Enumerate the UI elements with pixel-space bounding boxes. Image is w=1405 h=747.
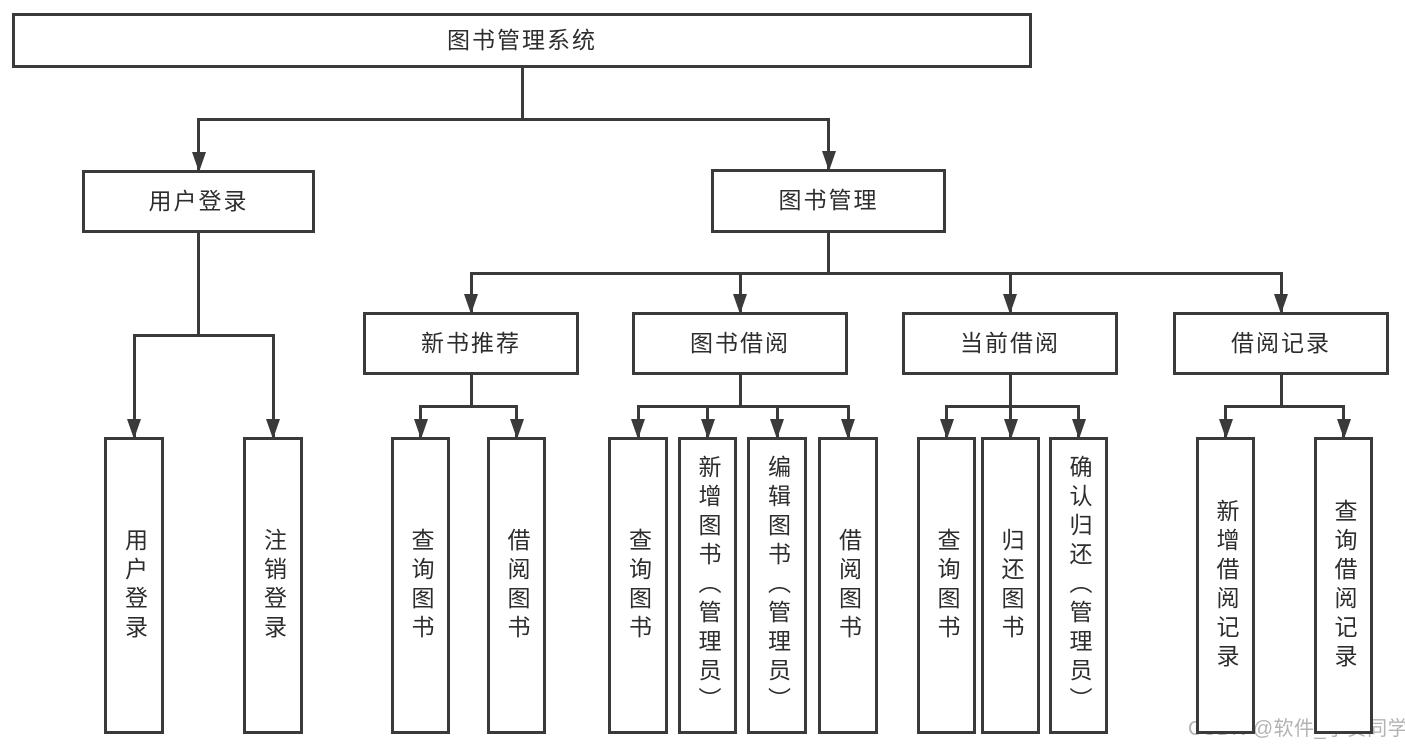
arrow-down-icon [733, 294, 747, 314]
node-query-borrow-record: 查询借阅记录 [1314, 437, 1373, 734]
connector-line [132, 333, 275, 337]
node-label: 用户登录 [148, 187, 249, 214]
node-borrow-books-2: 借阅图书 [818, 437, 878, 734]
node-label: 注销登录 [260, 527, 287, 644]
node-label: 图书借阅 [690, 329, 790, 356]
node-current-borrow: 当前借阅 [902, 312, 1118, 375]
node-label: 图书管理 [778, 187, 879, 214]
node-query-books-1: 查询图书 [391, 437, 450, 734]
connector-line [636, 404, 850, 408]
arrow-down-icon [127, 419, 141, 439]
connector-line [520, 68, 524, 119]
node-label: 借阅记录 [1231, 329, 1331, 356]
node-new-book-rec: 新书推荐 [363, 312, 579, 375]
connector-line [271, 335, 275, 437]
arrow-down-icon [1003, 419, 1018, 439]
connector-line [945, 404, 1080, 408]
arrow-down-icon [1071, 419, 1086, 439]
node-label: 借阅图书 [835, 527, 862, 644]
node-label: 查询图书 [408, 527, 434, 644]
arrow-down-icon [631, 419, 645, 439]
node-label: 编辑图书（管理员） [764, 455, 791, 716]
node-label: 归还图书 [998, 527, 1024, 644]
node-label: 确认归还（管理员） [1066, 455, 1092, 716]
connector-line [469, 271, 1283, 275]
node-label: 查询借阅记录 [1331, 498, 1357, 673]
node-confirm-return-admin: 确认归还（管理员） [1049, 437, 1108, 734]
connector-line [132, 335, 136, 437]
node-borrow-books-1: 借阅图书 [487, 437, 546, 734]
arrow-down-icon [1336, 419, 1351, 439]
node-add-borrow-record: 新增借阅记录 [1196, 437, 1255, 734]
connector-line [738, 375, 742, 406]
node-logout: 注销登录 [243, 437, 303, 734]
connector-line [1224, 404, 1345, 408]
connector-line [738, 273, 742, 312]
connector-line [827, 233, 830, 273]
node-label: 借阅图书 [504, 527, 530, 644]
arrow-down-icon [464, 294, 478, 314]
connector-line [1008, 375, 1012, 406]
node-label: 查询图书 [934, 527, 960, 644]
connector-line [1008, 273, 1012, 312]
node-label: 查询图书 [625, 527, 652, 644]
connector-line [197, 117, 830, 121]
arrow-down-icon [821, 151, 836, 171]
node-book-mgmt: 图书管理 [711, 169, 946, 233]
node-edit-books-admin: 编辑图书（管理员） [747, 437, 807, 734]
node-label: 当前借阅 [960, 329, 1060, 356]
node-query-books-2: 查询图书 [608, 437, 668, 734]
arrow-down-icon [191, 152, 206, 172]
connector-line [827, 119, 830, 169]
arrow-down-icon [1274, 294, 1288, 314]
connector-line [1279, 273, 1283, 312]
node-book-borrow: 图书借阅 [632, 312, 848, 375]
node-label: 新增借阅记录 [1213, 498, 1239, 673]
connector-line [419, 404, 518, 408]
connector-line [1279, 375, 1283, 406]
arrow-down-icon [939, 419, 954, 439]
node-label: 用户登录 [121, 527, 148, 644]
arrow-down-icon [266, 419, 280, 439]
arrow-down-icon [841, 419, 855, 439]
arrow-down-icon [413, 419, 428, 439]
connector-line [469, 273, 473, 312]
arrow-down-icon [770, 419, 784, 439]
node-label: 新书推荐 [421, 329, 521, 356]
connector-line [197, 119, 200, 170]
node-user-login: 用户登录 [104, 437, 164, 734]
node-label: 图书管理系统 [447, 26, 597, 53]
node-user-login-group: 用户登录 [82, 170, 315, 233]
arrow-down-icon [509, 419, 524, 439]
node-label: 新增图书（管理员） [695, 455, 721, 716]
node-borrow-records: 借阅记录 [1173, 312, 1389, 375]
connector-line [469, 375, 473, 406]
node-root: 图书管理系统 [12, 13, 1032, 68]
node-query-books-3: 查询图书 [917, 437, 976, 734]
connector-line [197, 233, 200, 335]
node-return-books: 归还图书 [981, 437, 1040, 734]
node-add-books-admin: 新增图书（管理员） [678, 437, 737, 734]
arrow-down-icon [1003, 294, 1017, 314]
arrow-down-icon [1218, 419, 1233, 439]
arrow-down-icon [700, 419, 715, 439]
